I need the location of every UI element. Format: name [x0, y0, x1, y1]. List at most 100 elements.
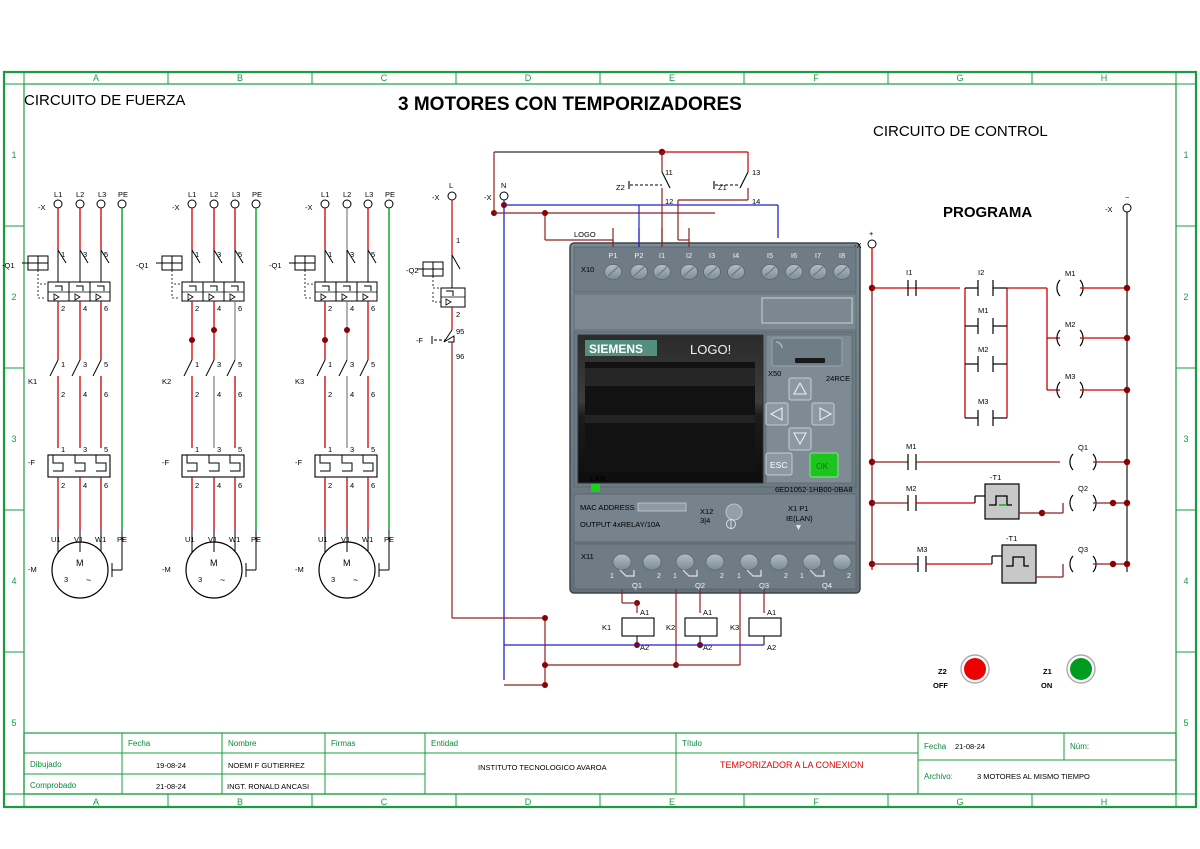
branch2-motor-tag: -M — [162, 565, 171, 574]
branch3-breaker-top-1: 1 — [328, 250, 332, 259]
rung3-coil-Q2: Q2 — [1078, 484, 1088, 493]
tb-entidad-value: INSTITUTO TECNOLOGICO AVAROA — [478, 763, 607, 772]
plc-order-number: 6ED1052-1HB00-0BA8 — [775, 485, 853, 494]
plc-output-pin-Q1-left: 1 — [610, 573, 614, 580]
plc-output-terminal-Q4-1[interactable] — [802, 553, 822, 571]
plc-x12-label: X12 — [700, 507, 713, 516]
plc-lan-sub: IE(LAN) — [786, 514, 813, 523]
branch2-breaker-label: -Q1 — [136, 261, 149, 270]
branch1-k-bot-4: 4 — [83, 390, 87, 399]
th-titulo: Título — [682, 739, 703, 748]
branch3-k-top-1: 1 — [328, 360, 332, 369]
branch3-f-bot-2: 2 — [328, 481, 332, 490]
branch1-k-bot-2: 2 — [61, 390, 65, 399]
branch1-k-top-1: 1 — [61, 360, 65, 369]
plc-model-text: LOGO! — [690, 342, 731, 357]
plc-variant: 24RCE — [826, 374, 850, 383]
rung1-coil-M2: M2 — [1065, 320, 1075, 329]
branch2-terminal-tag: -X — [172, 203, 180, 212]
rung1-parallel-M3: M3 — [978, 397, 988, 406]
branch2-k-bot-4: 4 — [217, 390, 221, 399]
z2-top: 11 — [665, 168, 673, 177]
lamp-Z2-off[interactable]: Z2 OFF — [933, 654, 990, 690]
z1-top: 13 — [752, 168, 760, 177]
z1-label: Z1 — [718, 183, 727, 192]
control-coils: K1 A1 A2 K2 A1 A2 K3 A1 A2 — [504, 608, 782, 688]
coil-K1-a1: A1 — [640, 608, 649, 617]
q2-top: 1 — [456, 236, 460, 245]
branch2-motor-symbol: M — [210, 558, 218, 568]
row-label-left-5: 5 — [11, 718, 16, 728]
plc-output-pin-Q3-left: 1 — [737, 573, 741, 580]
branch3-motor-ac: ~ — [353, 575, 358, 585]
column-label-bottom-E: E — [669, 797, 675, 807]
rung2-contact-M1: M1 — [906, 442, 916, 451]
f-contact-top: 95 — [456, 327, 464, 336]
branch2-breaker-bot-6: 6 — [238, 304, 242, 313]
branch2-f-top-1: 1 — [195, 445, 199, 454]
tb-nombre-comprobado: INGT. RONALD ANCASI — [227, 782, 309, 791]
supply-N-label: N — [501, 181, 506, 190]
lamp-Z1-state: ON — [1041, 681, 1052, 690]
row-label-right-5: 5 — [1183, 718, 1188, 728]
column-label-bottom-F: F — [813, 797, 819, 807]
plc-output-terminal-Q1-1[interactable] — [612, 553, 632, 571]
plc-output-terminal-Q3-2[interactable] — [769, 553, 789, 571]
column-label-top-C: C — [381, 73, 388, 83]
plc-input-label-I3: I3 — [709, 251, 715, 260]
branch1-breaker-bot-6: 6 — [104, 304, 108, 313]
lamp-Z2-state: OFF — [933, 681, 948, 690]
lamp-Z1-on[interactable]: Z1 ON — [1041, 654, 1096, 690]
branch3-motor-symbol: M — [343, 558, 351, 568]
tb-right-fecha-value: 21-08-24 — [955, 742, 985, 751]
plc-ok-key[interactable]: OK — [816, 461, 829, 471]
rung-2: M1 Q1 — [868, 442, 1131, 471]
indicator-lamps: Z2 OFF Z1 ON — [933, 654, 1096, 690]
branch3-label-L3: L3 — [365, 190, 373, 199]
rung-3: M2 -T1 Q2 — [868, 473, 1131, 520]
plc-output-terminal-Q1-2[interactable] — [642, 553, 662, 571]
plc-output-terminal-Q3-1[interactable] — [739, 553, 759, 571]
branch3-k-bot-6: 6 — [371, 390, 375, 399]
coil-K3-label: K3 — [730, 623, 739, 632]
plc-output-pin-Q3-right: 2 — [784, 573, 788, 580]
coil-K3-a1: A1 — [767, 608, 776, 617]
branch2-k-top-1: 1 — [195, 360, 199, 369]
rung4-timer-label: -T1 — [1006, 534, 1017, 543]
coil-K2-a1: A1 — [703, 608, 712, 617]
q2-label: -Q2 — [406, 266, 419, 275]
plc-output-label-Q4: Q4 — [822, 581, 832, 590]
branch3-f-bot-4: 4 — [350, 481, 354, 490]
plc-output-terminal-Q2-2[interactable] — [705, 553, 725, 571]
branch1-k-top-3: 3 — [83, 360, 87, 369]
plc-input-label-I5: I5 — [767, 251, 773, 260]
branch3-motor-tag: -M — [295, 565, 304, 574]
branch2-breaker-top-1: 1 — [195, 250, 199, 259]
branch2-breaker-bot-2: 2 — [195, 304, 199, 313]
branch2-overload-label: -F — [162, 458, 169, 467]
z1-bottom: 14 — [752, 197, 760, 206]
plc-output-pin-Q4-right: 2 — [847, 573, 851, 580]
th-fecha: Fecha — [128, 739, 151, 748]
plc-x11-label: X11 — [581, 552, 594, 561]
row-label-right-3: 3 — [1183, 434, 1188, 444]
plc-output-terminal-Q2-1[interactable] — [675, 553, 695, 571]
supply-L-tag: -X — [432, 193, 440, 202]
branch3-contactor-label: K3 — [295, 377, 304, 386]
branch2-breaker-bot-4: 4 — [217, 304, 221, 313]
branch3-label-PE: PE — [385, 190, 395, 199]
plc-esc-key[interactable]: ESC — [770, 460, 787, 470]
branch1-label-L2: L2 — [76, 190, 84, 199]
plc-x12-sub: 3|4 — [700, 516, 710, 525]
plc-output-terminal-Q4-2[interactable] — [832, 553, 852, 571]
supply-N-tag: -X — [484, 193, 492, 202]
rung1-coil-M3: M3 — [1065, 372, 1075, 381]
branch3-breaker-top-5: 5 — [371, 250, 375, 259]
rung4-coil-Q3: Q3 — [1078, 545, 1088, 554]
tb-right-archivo-label: Archivo: — [924, 772, 953, 781]
plc-output-spec: OUTPUT 4xRELAY/10A — [580, 520, 660, 529]
branch1-motor-U1: U1 — [51, 535, 61, 544]
